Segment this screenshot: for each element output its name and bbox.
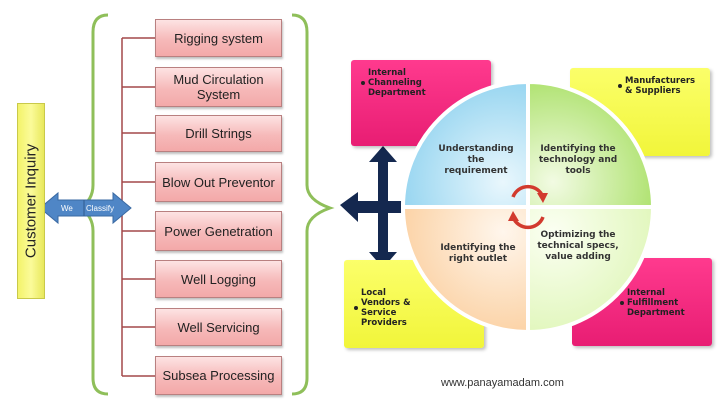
category-blow-out-preventor: Blow Out Preventor xyxy=(155,162,282,202)
bullet-icon xyxy=(361,81,365,85)
arrow-label-we: We xyxy=(61,204,73,213)
dept-manufacturers: Manufacturers & Suppliers xyxy=(570,68,710,156)
bullet-icon xyxy=(620,301,624,305)
arrow-label-classify: Classify xyxy=(86,204,114,213)
bullet-icon xyxy=(354,306,358,310)
dept-local-vendors: Local Vendors & Service Providers xyxy=(344,260,484,348)
category-mud-circulation: Mud Circulation System xyxy=(155,67,282,107)
tree-branches xyxy=(122,37,155,377)
category-rigging-system: Rigging system xyxy=(155,19,282,57)
category-well-logging: Well Logging xyxy=(155,260,282,298)
quadrant-label-identifying-technology: Identifying the technology and tools xyxy=(538,144,618,176)
quadrant-label-optimizing: Optimizing the technical specs, value ad… xyxy=(537,230,619,262)
quadrant-label-understanding: Understanding the requirement xyxy=(438,144,514,176)
category-drill-strings: Drill Strings xyxy=(155,115,282,152)
quadrant-label-right-outlet: Identifying the right outlet xyxy=(440,243,516,264)
dept-internal-channeling: Internal Channeling Department xyxy=(351,60,491,146)
category-subsea-processing: Subsea Processing xyxy=(155,356,282,395)
bullet-icon xyxy=(618,84,622,88)
classify-arrow: We Classify xyxy=(39,191,132,225)
watermark-url: www.panayamadam.com xyxy=(441,377,564,389)
category-power-generation: Power Genetration xyxy=(155,211,282,251)
dept-internal-fulfillment: Internal Fulfillment Department xyxy=(572,258,712,346)
category-well-servicing: Well Servicing xyxy=(155,308,282,346)
right-bracket xyxy=(291,13,335,396)
customer-inquiry-label: Customer Inquiry xyxy=(17,103,45,299)
customer-inquiry-text: Customer Inquiry xyxy=(22,143,40,259)
big-navy-arrow xyxy=(340,146,405,268)
